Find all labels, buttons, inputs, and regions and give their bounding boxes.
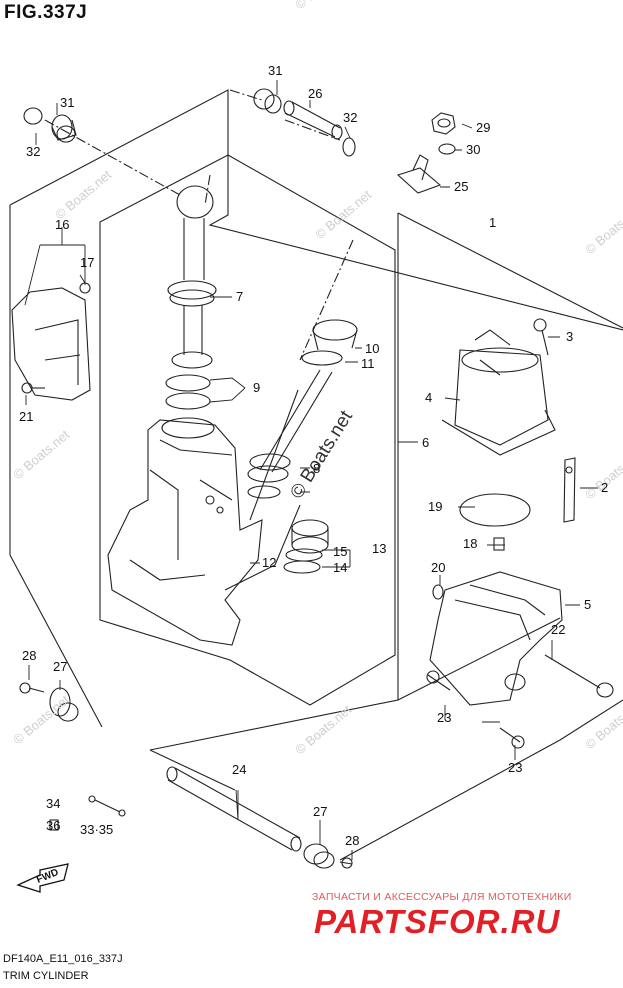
callout-5: 5	[584, 597, 591, 612]
callout-32: 32	[26, 144, 40, 159]
callout-36: 36	[46, 818, 60, 833]
callout-8: 8	[313, 461, 320, 476]
callout-29: 29	[476, 120, 490, 135]
callout-22: 22	[551, 622, 565, 637]
callout-26: 26	[308, 86, 322, 101]
diagram-name: TRIM CYLINDER	[3, 970, 89, 982]
piston-rod-part-7	[167, 185, 217, 369]
callout-23: 23	[508, 760, 522, 775]
washer-part-30	[438, 143, 456, 155]
collar-part-31	[51, 114, 77, 143]
callout-15: 15	[333, 544, 347, 559]
callout-12: 12	[262, 555, 276, 570]
clip-part-2	[563, 457, 576, 523]
callout-30: 30	[466, 142, 480, 157]
callout-23: 23	[437, 710, 451, 725]
callout-1: 1	[489, 215, 496, 230]
callout-31: 31	[268, 63, 282, 78]
callout-25: 25	[454, 179, 468, 194]
leader-lines	[24, 80, 598, 860]
callout-19: 19	[428, 499, 442, 514]
callout-24: 24	[232, 762, 246, 777]
motor-group-outline	[149, 212, 623, 751]
o-ring-part-32	[23, 107, 43, 125]
callout-14: 14	[333, 560, 347, 575]
collar-part-31-upper	[253, 88, 282, 114]
callout-9: 9	[253, 380, 260, 395]
bolt-part-23a	[426, 670, 451, 691]
motor-part-4	[441, 329, 556, 456]
piston-part-13	[291, 519, 329, 554]
callout-2: 2	[601, 480, 608, 495]
callout-10: 10	[365, 341, 379, 356]
callout-6: 6	[422, 435, 429, 450]
o-ring-part-15	[285, 548, 323, 562]
watermark: © Boats.net	[52, 167, 114, 223]
nut-part-29	[431, 112, 456, 135]
callout-3: 3	[566, 329, 573, 344]
assembly-outline	[9, 89, 623, 728]
shaft-part-24	[166, 766, 302, 852]
watermark: © Boats.net	[292, 702, 354, 758]
o-ring-part-11	[301, 350, 343, 366]
bolt-part-21	[21, 382, 45, 394]
o-ring-part-32-upper	[342, 137, 356, 157]
wire-part-33	[88, 795, 126, 817]
shop-logo: PARTSFOR.RU	[314, 903, 561, 940]
bolt-part-28a	[19, 682, 45, 694]
shaft-part-26	[283, 100, 343, 140]
bolt-part-28b	[339, 857, 353, 869]
o-ring-part-19	[459, 493, 531, 527]
callout-17: 17	[80, 255, 94, 270]
callout-21: 21	[19, 409, 33, 424]
pump-body-part-5	[429, 571, 563, 706]
plug-part-18	[493, 537, 505, 551]
callout-13: 13	[372, 541, 386, 556]
diagram-code: DF140A_E11_016_337J	[3, 953, 123, 965]
watermark: © Boats.net	[292, 0, 354, 12]
callout-4: 4	[425, 390, 432, 405]
o-ring-part-14	[283, 560, 321, 574]
callout-33-35: 33·35	[80, 822, 113, 837]
watermark: © Boats.net	[582, 202, 623, 258]
callout-31: 31	[60, 95, 74, 110]
callout-18: 18	[463, 536, 477, 551]
fwd-arrow: FWD	[16, 863, 69, 893]
bolt-part-3	[533, 318, 549, 356]
cap-part-10	[312, 319, 358, 351]
collar-part-27b	[303, 843, 335, 869]
seal-part-8	[247, 453, 291, 483]
callout-28: 28	[22, 648, 36, 663]
bracket-part-25	[396, 154, 442, 194]
watermark: © Boats.net	[582, 697, 623, 753]
callout-28: 28	[345, 833, 359, 848]
figure-title: FIG.337J	[4, 2, 88, 23]
bolt-part-23b	[499, 727, 525, 749]
bolt-part-22	[544, 654, 614, 698]
callout-34: 34	[46, 796, 60, 811]
callout-27: 27	[53, 659, 67, 674]
bolt-part-36	[49, 819, 59, 831]
bracket-part-16	[11, 287, 91, 401]
o-ring-part-8b	[247, 485, 281, 499]
shop-tagline: ЗАПЧАСТИ И АКСЕССУАРЫ ДЛЯ МОТОТЕХНИКИ	[312, 891, 572, 903]
watermark: © Boats.net	[312, 187, 374, 243]
o-ring-part-20	[432, 584, 444, 600]
cylinder-group-outline	[99, 154, 396, 706]
lower-outline	[149, 699, 623, 861]
guide-line	[44, 89, 354, 361]
callout-20: 20	[431, 560, 445, 575]
watermark-dark: © Boats.net	[286, 406, 357, 502]
callout-16: 16	[55, 217, 69, 232]
callout-11: 11	[361, 356, 375, 371]
callout-27: 27	[313, 804, 327, 819]
callout-32: 32	[343, 110, 357, 125]
watermark: © Boats.net	[10, 427, 72, 483]
callout-7: 7	[236, 289, 243, 304]
o-rings-part-9	[165, 374, 211, 410]
cylinder-body	[107, 389, 301, 646]
